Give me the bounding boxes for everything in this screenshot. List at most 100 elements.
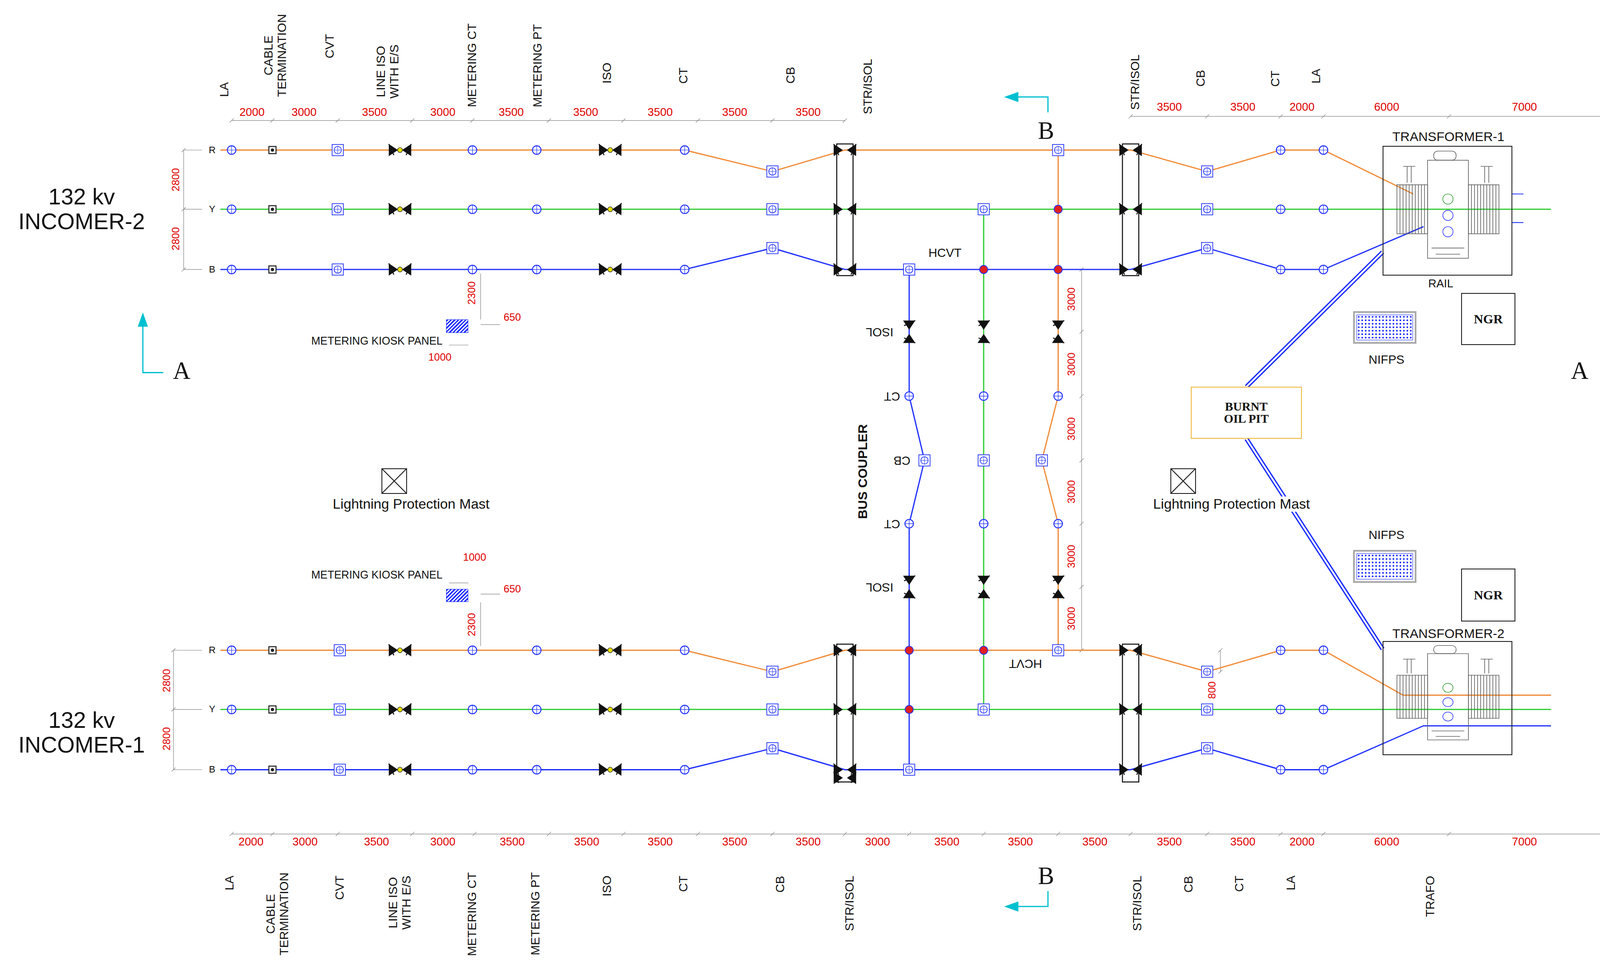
metering-kiosk: METERING KIOSK PANEL [446,319,469,333]
dimension-value: 2000 [1289,100,1315,114]
section-marker: A [1570,358,1589,383]
section-marker: A [173,358,191,383]
dimension-value: 6000 [1374,835,1400,848]
node-text: NIFPS [1368,353,1405,367]
nifps-panel: NIFPS [1353,311,1417,344]
dimension-value: 3000 [1065,352,1078,376]
equipment-label: HCVT [928,246,962,260]
dimension-value: 6000 [1374,100,1400,114]
equipment-label: STR/ISOL [1130,875,1145,932]
equipment-label: METERING CT [465,23,480,108]
section-marker: B [1038,118,1055,143]
phase-label: Y [209,203,216,215]
nifps-dots [1356,314,1413,341]
equipment-label: LA [223,875,237,891]
node-text: Lightning Protection Mast [332,496,490,512]
node-text: BURNT OIL PIT [1220,400,1272,425]
equipment-label: CT [1268,70,1283,87]
dimension-value: 3000 [291,105,317,119]
dimension-value: 3500 [795,105,821,119]
equipment-label: CABLE TERMINATION [262,13,290,97]
equipment-label: TRAFO [1423,875,1438,917]
dimension-value: 3500 [573,105,599,119]
dimension-value: 3500 [934,835,960,848]
dimension-value: 1000 [428,351,452,363]
group-title: BUS COUPLER [855,423,870,519]
dimension-value: 3000 [1065,417,1078,441]
dimension-value: 3000 [1065,606,1078,630]
equipment-label: STR/ISOL [843,875,857,932]
mast-cross [1171,469,1196,493]
pipe-line [1245,437,1384,650]
equipment-label: CB [1194,69,1208,87]
equipment-label: METERING PT [531,24,545,108]
mast-cross-line [1171,469,1196,493]
dimension-value: 1000 [463,551,487,563]
phase-label: Y [209,703,216,715]
lightning-mast: Lightning Protection Mast [381,468,408,494]
dimension-value: 3500 [1082,835,1108,848]
equipment-label: LINE ISO WITH E/S [386,872,414,934]
lightning-mast: Lightning Protection Mast [1170,468,1196,494]
node-text: Lightning Protection Mast [1153,496,1310,512]
equipment-label: CABLE TERMINATION [264,872,292,956]
mast-cross [382,469,407,493]
oil-pit: BURNT OIL PIT [1190,386,1302,439]
equipment-label: CT [676,67,691,84]
dimension-value: 3500 [647,105,673,119]
equipment-label: HCVT [1008,656,1042,671]
equipment-label: CVT [322,33,337,59]
dimension-value: 800 [1206,681,1218,699]
ngr-box: NGR [1461,292,1516,345]
ngr-box: NGR [1461,568,1516,622]
equipment-label: METERING PT [528,872,543,956]
phase-label: B [209,264,216,275]
incomer-title: 132 kv INCOMER-2 [13,184,150,234]
phase-label: R [208,644,216,656]
equipment-label: ISO [600,62,615,84]
dimension-value: 3000 [1065,287,1078,311]
nifps-panel: NIFPS [1353,549,1417,583]
dimension-value: 3000 [292,835,318,848]
transformer-box: TRANSFORMER-2 [1382,640,1513,756]
dimension-value: 2000 [1289,835,1315,848]
equipment-label: LA [217,82,232,97]
dimension-value: 3500 [1230,100,1256,114]
pit-drain-pipe [1245,437,1384,650]
dimension-value: 3500 [722,835,748,848]
equipment-label: CT [676,875,691,892]
node-text: NGR [1473,312,1503,326]
dimension-value: 3500 [364,835,390,848]
section-marker: B [1038,863,1055,888]
equipment-label: ISO [600,875,615,897]
equipment-label: CVT [333,875,347,900]
nifps-dots [1356,553,1413,579]
equipment-label: CB [784,66,798,84]
dimension-value: 650 [503,311,521,323]
dimension-value: 7000 [1511,835,1538,848]
mast-cross-line [382,469,407,493]
dimension-value: 7000 [1511,100,1538,114]
equipment-label: CT [1233,875,1247,892]
equipment-label: CB [1182,875,1196,893]
dimension-value: 2000 [239,105,265,119]
dimension-value: 2800 [160,727,172,751]
incomer-title: 132 kv INCOMER-1 [13,707,150,758]
equipment-label: ISOL [865,325,894,339]
equipment-label: LA [1284,875,1298,891]
dimension-value: 3500 [361,105,388,119]
dimension-value: 2300 [465,281,477,305]
part-label: RAIL [1428,277,1454,290]
dimension-value: 3000 [430,835,456,848]
equipment-label: CT [883,389,901,403]
dimension-value: 3500 [1230,835,1256,848]
dimension-value: 3000 [1065,544,1078,568]
node-text: METERING KIOSK PANEL [311,335,443,348]
dimension-value: 2300 [465,613,477,637]
equipment-label: METERING CT [465,872,480,957]
phase-label: B [209,764,216,775]
transformer-box: TRANSFORMER-1 [1382,145,1513,276]
